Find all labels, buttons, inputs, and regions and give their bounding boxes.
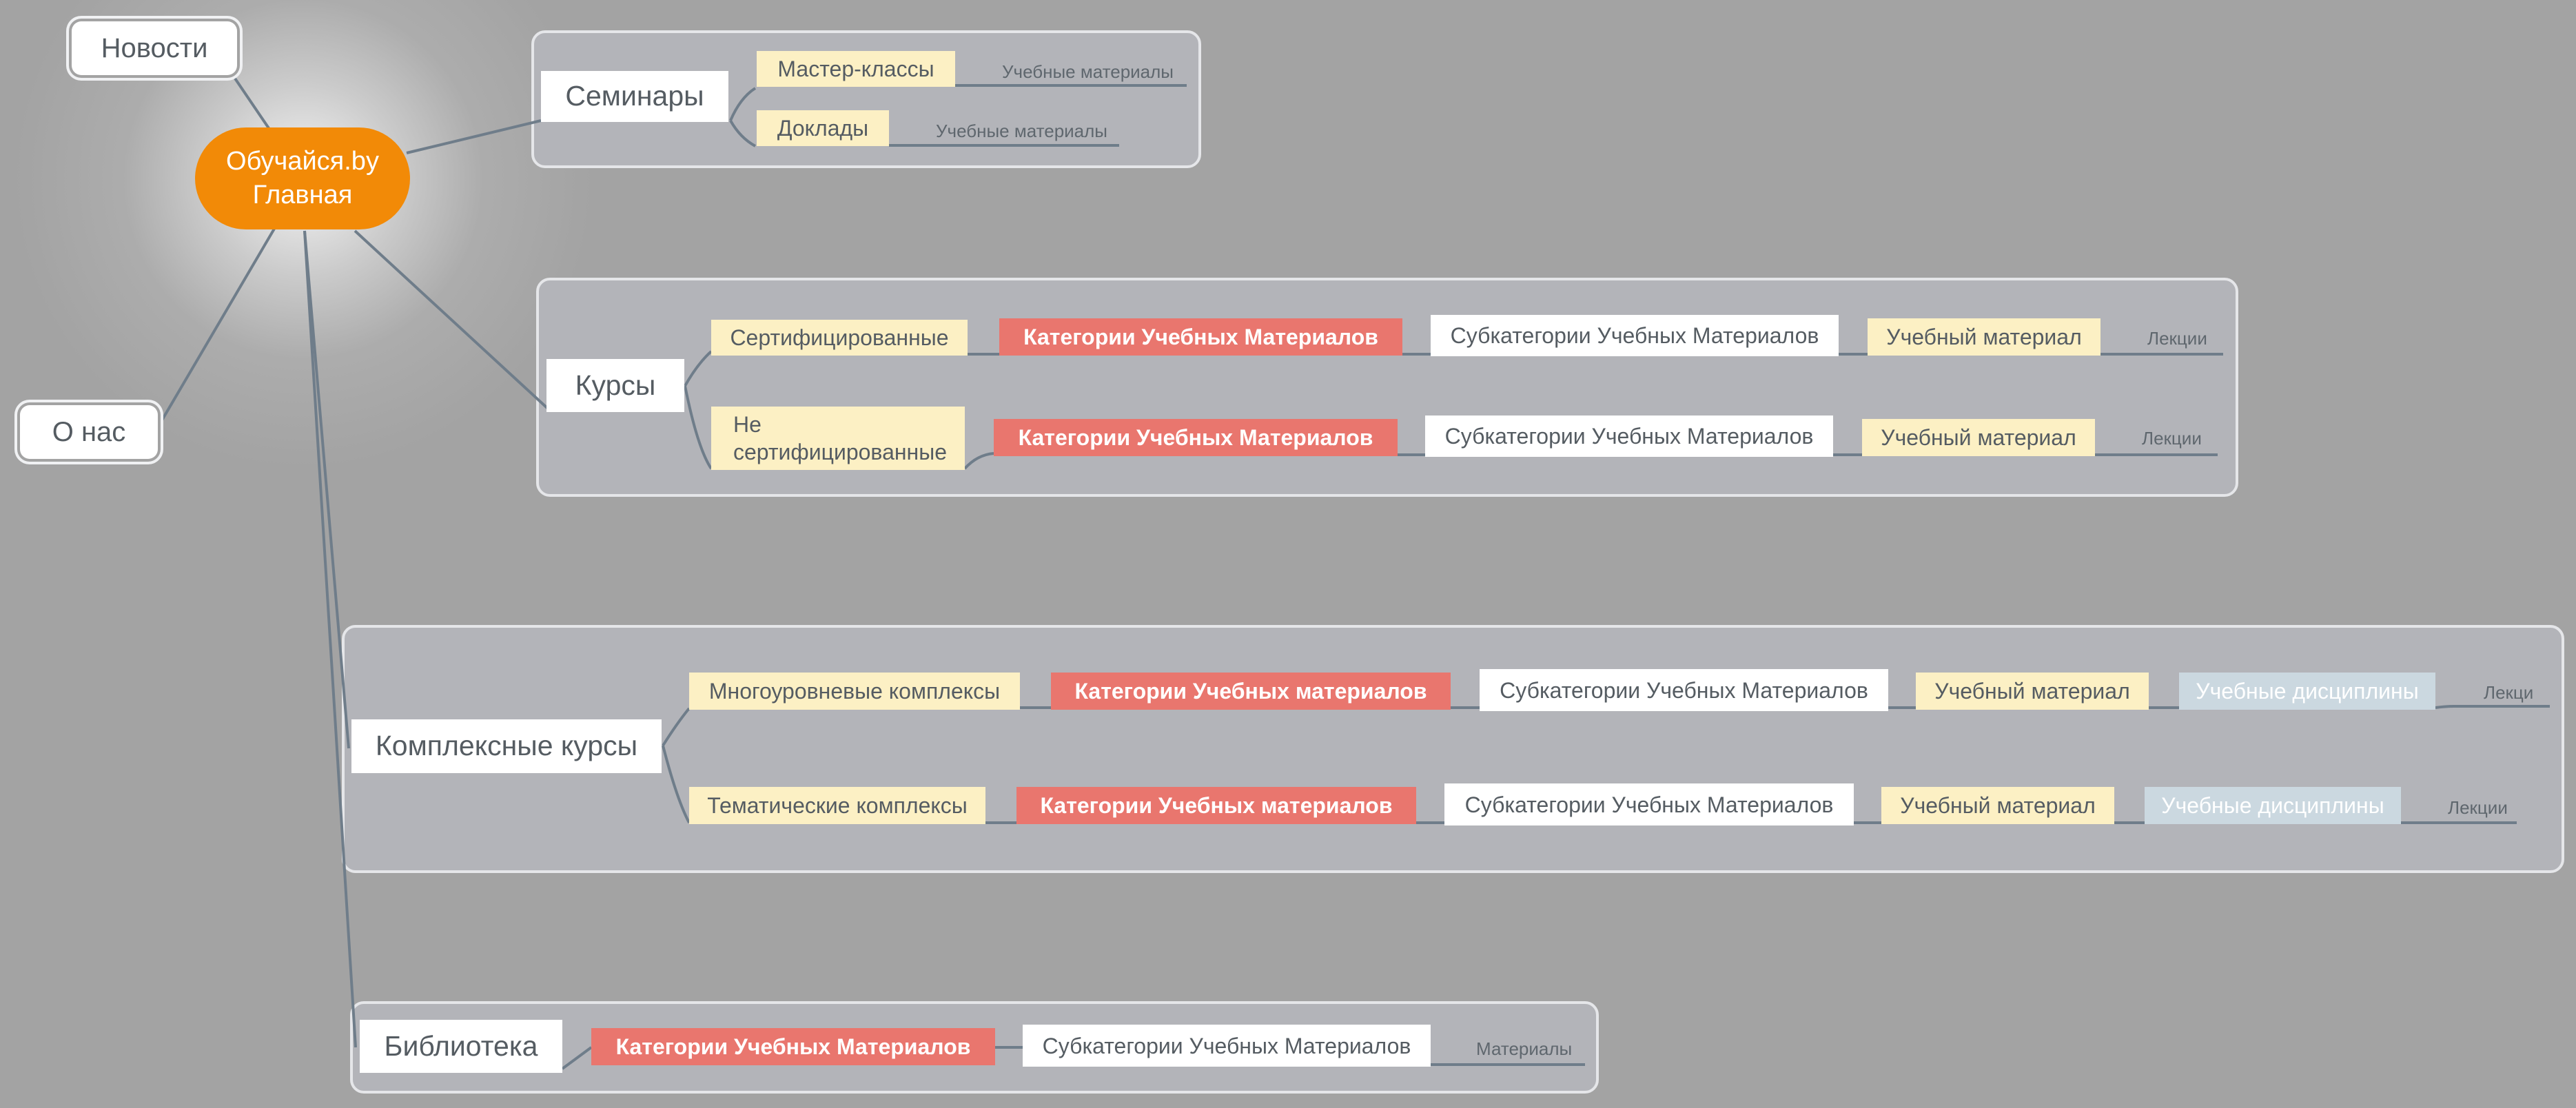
root-title: Обучайся.by xyxy=(226,146,379,176)
k1-material-node[interactable]: Учебный материал xyxy=(1916,673,2149,710)
link-root-courses xyxy=(354,229,549,410)
c1-leaf[interactable]: Лекции xyxy=(2147,327,2207,349)
seminars-node[interactable]: Семинары xyxy=(541,71,728,122)
reports-leaf[interactable]: Учебные материалы xyxy=(936,120,1107,141)
link-complex-thematic xyxy=(662,745,691,823)
courses-node[interactable]: Курсы xyxy=(546,359,684,412)
k2-leaf[interactable]: Лекции xyxy=(2448,797,2508,818)
leaf-line-k1 xyxy=(2435,705,2550,709)
link-courses-certified xyxy=(684,350,713,387)
complex-node[interactable]: Комплексные курсы xyxy=(351,719,662,773)
thematic-node[interactable]: Тематические комплексы xyxy=(689,787,985,824)
c2-subcategory-node[interactable]: Субкатегории Учебных Материалов xyxy=(1425,416,1833,457)
k1-leaf[interactable]: Лекци xyxy=(2484,681,2534,703)
reports-node[interactable]: Доклады xyxy=(757,110,889,146)
c2-category-node[interactable]: Категории Учебных Материалов xyxy=(994,419,1398,456)
masterclass-leaf[interactable]: Учебные материалы xyxy=(1002,61,1174,82)
link-complex-multilevel xyxy=(662,707,691,747)
news-node[interactable]: Новости xyxy=(72,21,237,75)
link-seminars-reports xyxy=(729,120,756,147)
link-courses-noncertified xyxy=(684,385,713,470)
k1-subcategory-node[interactable]: Субкатегории Учебных Материалов xyxy=(1480,669,1888,711)
k2-subcategory-node[interactable]: Субкатегории Учебных Материалов xyxy=(1444,783,1854,825)
c1-material-node[interactable]: Учебный материал xyxy=(1868,318,2100,356)
k2-category-node[interactable]: Категории Учебных материалов xyxy=(1016,787,1416,824)
c2-leaf[interactable]: Лекции xyxy=(2142,427,2202,449)
root-node[interactable]: Обучайся.by Главная xyxy=(195,127,410,229)
k1-category-node[interactable]: Категории Учебных материалов xyxy=(1051,673,1451,710)
link-library-cat xyxy=(561,1046,593,1070)
link-seminars-masterclass xyxy=(729,87,757,121)
lib-category-node[interactable]: Категории Учебных Материалов xyxy=(591,1028,995,1065)
link-root-news xyxy=(229,71,272,132)
c1-subcategory-node[interactable]: Субкатегории Учебных Материалов xyxy=(1431,315,1839,356)
c1-category-node[interactable]: Категории Учебных Материалов xyxy=(999,318,1402,356)
link-root-seminars xyxy=(406,119,542,154)
library-leaf[interactable]: Материалы xyxy=(1476,1038,1573,1059)
multilevel-node[interactable]: Многоуровневые комплексы xyxy=(689,673,1020,710)
k2-discipline-node[interactable]: Учебные дисциплины xyxy=(2145,787,2401,824)
k2-material-node[interactable]: Учебный материал xyxy=(1881,787,2114,824)
noncertified-node[interactable]: Не сертифицированные xyxy=(711,407,965,470)
k1-discipline-node[interactable]: Учебные дисциплины xyxy=(2179,673,2435,710)
link-root-library xyxy=(303,230,357,1048)
link-c2-cat xyxy=(963,452,994,470)
root-subtitle: Главная xyxy=(252,181,353,209)
c2-material-node[interactable]: Учебный материал xyxy=(1862,419,2095,456)
certified-node[interactable]: Сертифицированные xyxy=(711,320,968,356)
about-node[interactable]: О нас xyxy=(20,405,158,459)
complex-group-frame xyxy=(342,625,2564,873)
masterclass-node[interactable]: Мастер-классы xyxy=(757,51,955,87)
link-root-about xyxy=(152,227,276,437)
library-node[interactable]: Библиотека xyxy=(360,1020,562,1073)
lib-subcategory-node[interactable]: Субкатегории Учебных Материалов xyxy=(1023,1025,1431,1067)
link-root-complex xyxy=(303,230,350,749)
